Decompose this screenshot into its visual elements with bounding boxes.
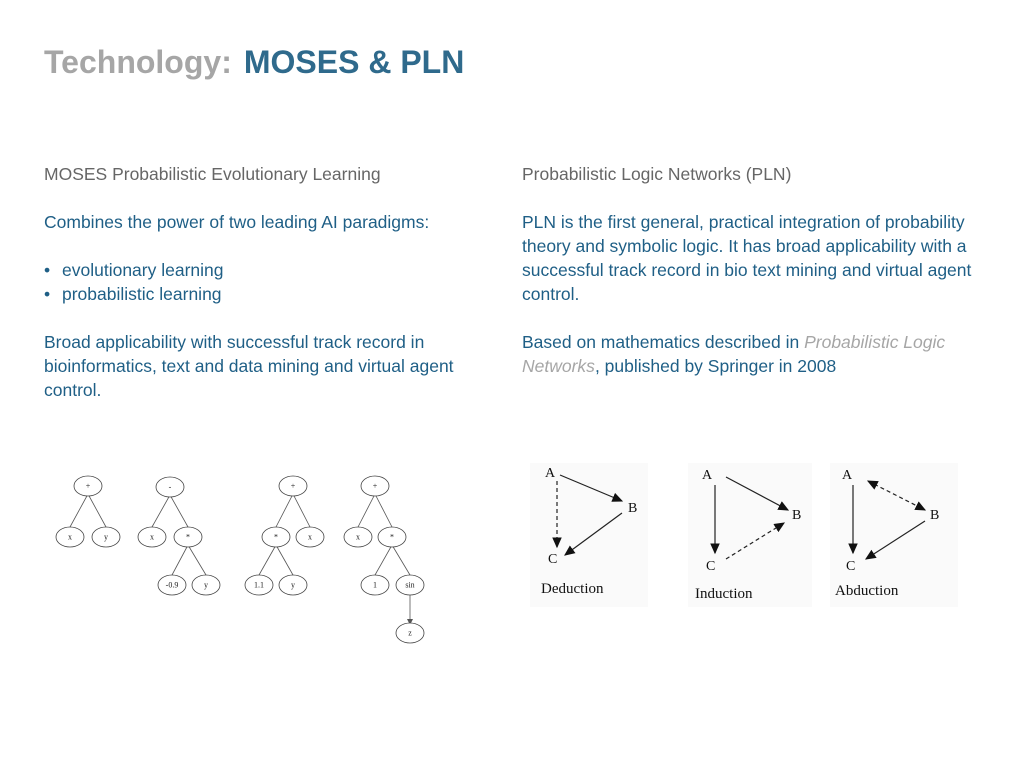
node-c-label: C bbox=[548, 552, 557, 567]
node-b-label: B bbox=[792, 508, 801, 523]
tree-node-label: + bbox=[291, 482, 296, 491]
title-main: MOSES & PLN bbox=[243, 44, 465, 80]
tree-node-label: + bbox=[373, 482, 378, 491]
deduction-diagram: A B C Deduction bbox=[530, 463, 648, 607]
pln-column: Probabilistic Logic Networks (PLN) PLN i… bbox=[522, 162, 972, 402]
tree-node-label: * bbox=[274, 533, 278, 542]
node-c-label: C bbox=[706, 559, 715, 574]
moses-summary: Broad applicability with successful trac… bbox=[44, 332, 454, 400]
moses-intro: Combines the power of two leading AI par… bbox=[44, 212, 430, 232]
tree-node-label: x bbox=[150, 533, 154, 542]
program-trees-diagram: + x y - x * -0.9 y + * x 1.1 y bbox=[55, 475, 425, 644]
pln-description: PLN is the first general, practical inte… bbox=[522, 212, 972, 304]
list-item: evolutionary learning bbox=[44, 258, 494, 282]
pln-heading: Probabilistic Logic Networks (PLN) bbox=[522, 164, 792, 184]
tree-node-label: sin bbox=[405, 581, 414, 590]
tree-node-label: * bbox=[186, 533, 190, 542]
node-a-label: A bbox=[842, 468, 853, 483]
node-a-label: A bbox=[702, 468, 713, 483]
book-title: Probabilistic Logic Networks bbox=[522, 332, 946, 376]
diagram-caption: Abduction bbox=[835, 583, 899, 599]
tree-node-label: z bbox=[408, 629, 412, 638]
node-b-label: B bbox=[628, 501, 637, 516]
induction-diagram: A B C Induction bbox=[688, 463, 812, 607]
diagram-caption: Induction bbox=[695, 586, 753, 602]
node-c-label: C bbox=[846, 559, 855, 574]
tree-node-label: - bbox=[169, 483, 172, 492]
moses-heading: MOSES Probabilistic Evolutionary Learnin… bbox=[44, 164, 381, 184]
tree-node-label: y bbox=[291, 581, 295, 590]
node-b-label: B bbox=[930, 508, 939, 523]
tree-node-label: + bbox=[86, 482, 91, 491]
program-tree: - x * -0.9 y bbox=[137, 476, 221, 596]
tree-node-label: -0.9 bbox=[166, 581, 179, 590]
tree-node-label: y bbox=[104, 533, 108, 542]
tree-node-label: 1.1 bbox=[254, 581, 264, 590]
program-tree: + x * 1 sin z bbox=[343, 475, 425, 644]
program-tree: + x y bbox=[55, 475, 121, 548]
tree-node-label: * bbox=[390, 533, 394, 542]
reference-suffix: , published by Springer in 2008 bbox=[594, 356, 837, 376]
tree-node-label: 1 bbox=[373, 581, 377, 590]
moses-column: MOSES Probabilistic Evolutionary Learnin… bbox=[44, 162, 494, 426]
list-item: probabilistic learning bbox=[44, 282, 494, 306]
diagram-caption: Deduction bbox=[541, 581, 604, 597]
abduction-diagram: A B C Abduction bbox=[830, 463, 958, 607]
pln-inference-diagrams: A B C Deduction A B C Induction A B C Ab… bbox=[530, 463, 958, 607]
reference-prefix: Based on mathematics described in bbox=[522, 332, 805, 352]
slide-title: Technology: MOSES & PLN bbox=[44, 44, 464, 81]
paradigm-list: evolutionary learning probabilistic lear… bbox=[44, 258, 494, 306]
tree-node-label: x bbox=[68, 533, 72, 542]
node-a-label: A bbox=[545, 466, 556, 481]
tree-node-label: x bbox=[308, 533, 312, 542]
tree-node-label: x bbox=[356, 533, 360, 542]
title-prefix: Technology: bbox=[44, 44, 232, 80]
tree-node-label: y bbox=[204, 581, 208, 590]
pln-reference: Based on mathematics described in Probab… bbox=[522, 330, 972, 378]
program-tree: + * x 1.1 y bbox=[244, 475, 325, 596]
